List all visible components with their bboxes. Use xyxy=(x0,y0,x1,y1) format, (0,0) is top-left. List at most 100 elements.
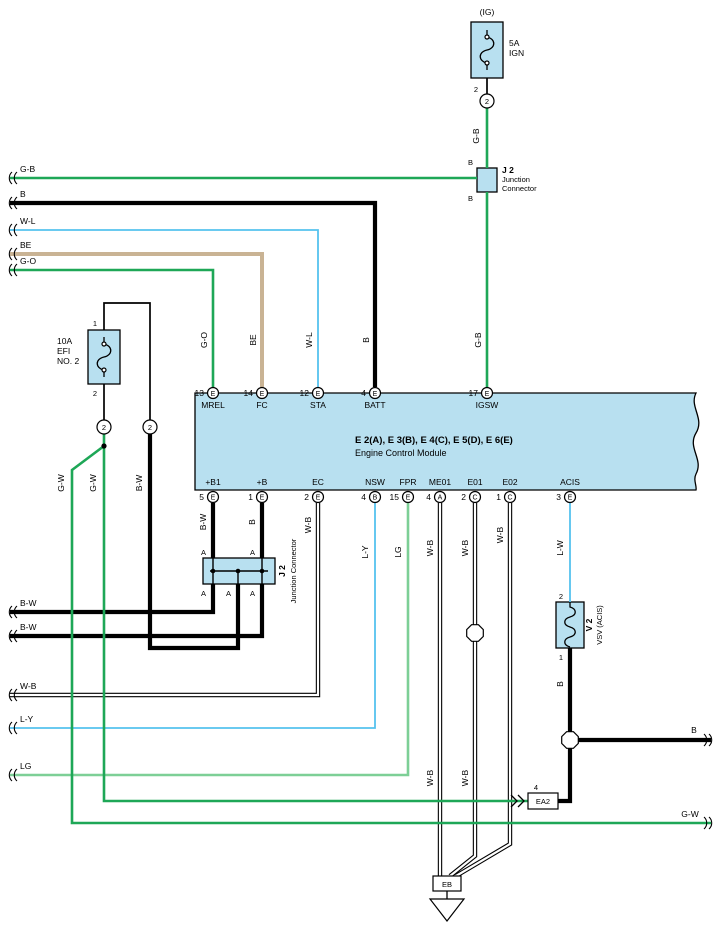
pin-number: 4 xyxy=(361,388,366,398)
wire-label-be-left: BE xyxy=(20,240,32,250)
pin-circle-e02 xyxy=(503,490,517,504)
pin-letter: B xyxy=(373,495,378,502)
efi-fuse-name2: NO. 2 xyxy=(57,356,79,366)
j2-bottom-name: J 2 xyxy=(277,565,287,577)
ea2-ground-box xyxy=(527,792,559,810)
wire-label-gb-fuse: G-B xyxy=(471,128,481,143)
wire-label-lg-left: LG xyxy=(20,761,31,771)
wire-break-icons-right xyxy=(703,733,713,830)
wire-wb-ec xyxy=(10,503,321,698)
pin-letter: C xyxy=(507,495,512,502)
wire-label-wb-ec: W-B xyxy=(303,516,313,533)
pin-number: 17 xyxy=(469,388,479,398)
splice-dot xyxy=(101,443,107,449)
j2-top-pin-top: B xyxy=(468,158,473,167)
wire-efi-pin1-link xyxy=(103,302,151,420)
pin-label: +B xyxy=(257,477,268,487)
j2-pin-a: A xyxy=(201,589,206,598)
pin-circle-plusb1 xyxy=(206,490,220,504)
vsv-pin-bottom: 1 xyxy=(559,653,563,662)
j2-pin-a: A xyxy=(226,589,231,598)
wire-b-batt xyxy=(10,200,378,387)
vsv-box xyxy=(555,601,585,649)
pin-number: 4 xyxy=(426,492,431,502)
connector-circle-efi-right xyxy=(142,419,158,435)
pin-label: BATT xyxy=(364,400,385,410)
wire-gw-to-ea2 xyxy=(102,434,528,803)
pin-letter: E xyxy=(316,391,321,398)
wire-label-be-vertical: BE xyxy=(248,334,258,346)
pin-circle-plusb xyxy=(255,490,269,504)
junction-dot xyxy=(259,568,265,574)
efi-fuse-pin1: 1 xyxy=(93,319,97,328)
wire-wb-e01 xyxy=(448,503,478,878)
pin-letter: C xyxy=(472,495,477,502)
wire-wb-ec-core xyxy=(10,503,320,697)
ecm-box xyxy=(194,392,700,491)
ecm-pin-circles xyxy=(206,386,577,504)
wire-label-wb-e02: W-B xyxy=(495,526,505,543)
ecm-subtitle: Engine Control Module xyxy=(355,448,447,458)
ground-icon xyxy=(428,898,466,922)
pin-circle-sta xyxy=(311,386,325,400)
pin-circle-batt xyxy=(368,386,382,400)
wire-label-gw-right: G-W xyxy=(681,809,698,819)
wire-lg-fpr xyxy=(10,503,410,777)
wire-wb-e01-core xyxy=(449,503,477,877)
ecm-top-pins: 13 14 12 4 17 E E E E E MREL FC STA BATT… xyxy=(195,388,499,410)
fuse-icon xyxy=(96,337,112,377)
fuse-terminal xyxy=(484,34,490,40)
pin-number: 5 xyxy=(199,492,204,502)
continuation-arrow-icon xyxy=(510,794,525,808)
j2-pin-a: A xyxy=(201,548,206,557)
wire-label-wb-left: W-B xyxy=(20,681,37,691)
pin-number: 2 xyxy=(461,492,466,502)
pin-label: NSW xyxy=(365,477,385,487)
pin-number: 1 xyxy=(248,492,253,502)
pin-letter: E xyxy=(260,391,265,398)
efi-fuse-pin2: 2 xyxy=(93,389,97,398)
wire-label-wl-left: W-L xyxy=(20,216,36,226)
wire-label-b-vsv: B xyxy=(555,681,565,687)
wire-wb-e02 xyxy=(454,503,513,878)
pin-letter: E xyxy=(211,495,216,502)
eb-label: EB xyxy=(442,880,452,889)
pin-number: 2 xyxy=(304,492,309,502)
j2-top-name: J 2 xyxy=(502,165,514,175)
ecm-title: E 2(A), E 3(B), E 4(C), E 5(D), E 6(E) xyxy=(355,435,513,446)
pin-letter: E xyxy=(211,391,216,398)
j2-top-pin-bottom: B xyxy=(468,194,473,203)
fuse-terminal xyxy=(101,367,107,373)
wire-b-to-ea2 xyxy=(558,748,573,804)
pin-label: EC xyxy=(312,477,324,487)
green-wires xyxy=(10,108,711,825)
vsv-name: V 2 xyxy=(584,618,594,631)
wire-label-go-vertical: G-O xyxy=(199,332,209,348)
j2-top-desc1: Junction xyxy=(502,175,530,184)
fuse-terminal xyxy=(484,60,490,66)
wire-label-wb-me01: W-B xyxy=(425,539,435,556)
ea2-label: EA2 xyxy=(536,797,550,806)
pin-label: +B1 xyxy=(205,477,221,487)
pin-circle-fc xyxy=(255,386,269,400)
pin-label: E01 xyxy=(467,477,482,487)
pin-label: ACIS xyxy=(560,477,580,487)
splice-octagon xyxy=(466,624,484,642)
pin-circle-mrel xyxy=(206,386,220,400)
wire-label-gw2: G-W xyxy=(88,474,98,491)
wire-break-icons-left xyxy=(8,171,18,782)
wire-label-b-left: B xyxy=(20,189,26,199)
wire-bw-connector-to-junction xyxy=(147,434,241,651)
wire-label-gb-left: G-B xyxy=(20,164,35,174)
wire-label-go-left: G-O xyxy=(20,256,36,266)
ign-fuse-tag: (IG) xyxy=(480,7,495,17)
wire-label-bw-mid: B-W xyxy=(134,475,144,492)
pin-label: IGSW xyxy=(476,400,499,410)
j2-top-desc2: Connector xyxy=(502,184,537,193)
coil-icon xyxy=(564,602,576,648)
junction-dot xyxy=(235,568,241,574)
wire-ly-nsw xyxy=(10,503,376,729)
ecm-bottom-pins: +B1 +B EC NSW FPR ME01 E01 E02 ACIS 5 1 … xyxy=(199,477,580,502)
connector-circle-efi-left xyxy=(96,419,112,435)
